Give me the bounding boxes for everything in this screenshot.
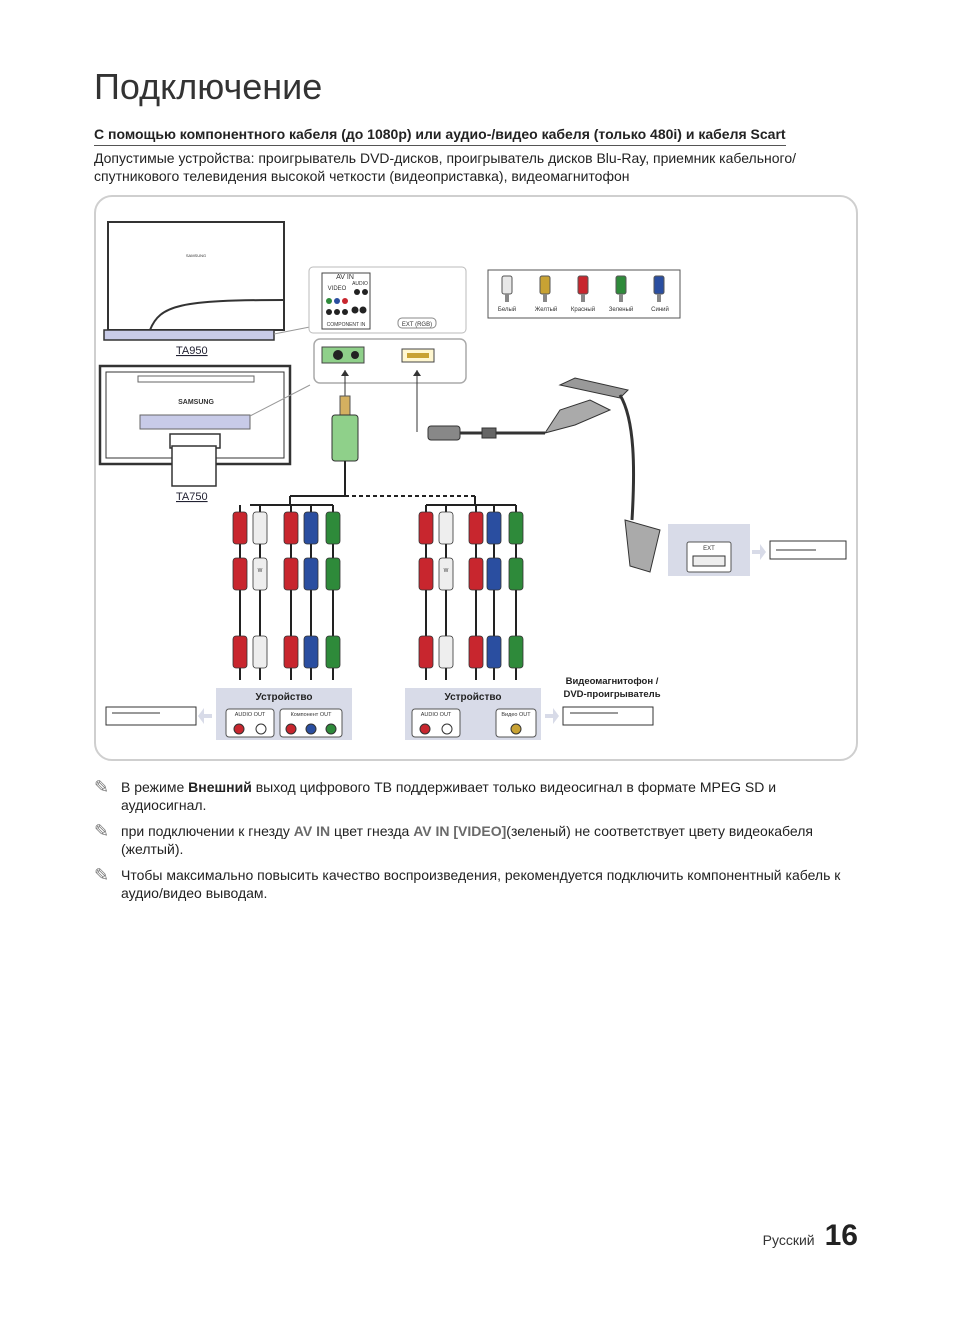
device-ext: EXT bbox=[668, 524, 847, 576]
audio-label: AUDIO bbox=[352, 281, 368, 287]
connection-diagram: SAMSUNG TA950 SAMSUNG TA750 AV IN VIDEO … bbox=[98, 221, 847, 740]
mid-plug bbox=[438, 511, 454, 545]
left-plug: W bbox=[252, 557, 268, 591]
ta950-monitor: SAMSUNG bbox=[103, 221, 321, 341]
left-plug bbox=[232, 511, 248, 545]
video-label: VIDEO bbox=[328, 286, 347, 292]
left-plug bbox=[232, 557, 248, 591]
device-mid-audio-out: AUDIO OUT bbox=[421, 712, 452, 718]
device-left-audio-out: AUDIO OUT bbox=[235, 712, 266, 718]
note-1: ✎ В режиме Внешний выход цифрового ТВ по… bbox=[94, 777, 777, 813]
left-plug bbox=[325, 557, 341, 591]
left-plug bbox=[303, 635, 319, 669]
mid-plug: W bbox=[438, 557, 454, 591]
green-adapter bbox=[331, 370, 359, 496]
device-left: Устройство AUDIO OUT Компонент OUT bbox=[105, 688, 352, 740]
left-plug bbox=[283, 635, 299, 669]
legend-blue: Синий bbox=[651, 306, 669, 313]
page-footer: Русский 16 bbox=[763, 1219, 858, 1253]
mid-plug bbox=[468, 511, 484, 545]
ext-rgb-label: EXT (RGB) bbox=[402, 322, 432, 328]
note-3: ✎ Чтобы максимально повысить качество во… bbox=[94, 865, 841, 901]
left-plug bbox=[232, 635, 248, 669]
plug-column-mid: W bbox=[418, 505, 524, 680]
mid-plug bbox=[468, 635, 484, 669]
tv-port-panel: AV IN VIDEO AUDIO COMPONENT IN EXT (RGB) bbox=[308, 266, 467, 334]
pencil-icon: ✎ bbox=[94, 865, 110, 885]
ext-port-label: EXT bbox=[703, 546, 715, 552]
mid-plug bbox=[486, 557, 502, 591]
device-mid-title: Устройство bbox=[445, 692, 502, 703]
device-mid: Устройство AUDIO OUT Видео OUT bbox=[405, 688, 654, 740]
legend-white: Белый bbox=[498, 306, 516, 313]
left-plug bbox=[325, 635, 341, 669]
device-left-title: Устройство bbox=[256, 692, 313, 703]
mid-plug bbox=[418, 635, 434, 669]
tv-port-panel-lower bbox=[313, 338, 467, 384]
left-plug bbox=[303, 557, 319, 591]
device-mid-video-out: Видео OUT bbox=[501, 712, 531, 718]
svg-text:W: W bbox=[444, 568, 449, 574]
color-legend: Белый Желтый Красный Зеленый Синий bbox=[487, 269, 681, 319]
ta950-brand: SAMSUNG bbox=[186, 253, 206, 258]
legend-red: Красный bbox=[571, 306, 595, 313]
ta750-monitor: SAMSUNG bbox=[98, 364, 311, 487]
language-label: Русский bbox=[762, 1232, 815, 1248]
intro-text: Допустимые устройства: проигрыватель DVD… bbox=[94, 150, 797, 184]
left-plug bbox=[252, 635, 268, 669]
note-2: ✎ при подключении к гнезду AV IN цвет гн… bbox=[94, 821, 813, 857]
legend-green: Зеленый bbox=[609, 306, 634, 313]
mid-plug bbox=[508, 511, 524, 545]
page-title: Подключение bbox=[94, 66, 323, 107]
vcr-label: Видеомагнитофон / DVD-проигрыватель bbox=[563, 676, 661, 700]
ta950-label: TA950 bbox=[176, 345, 208, 357]
pencil-icon: ✎ bbox=[94, 821, 110, 841]
mid-plug bbox=[486, 511, 502, 545]
left-plug bbox=[325, 511, 341, 545]
left-plug bbox=[283, 511, 299, 545]
mid-plug bbox=[508, 557, 524, 591]
device-left-component-out: Компонент OUT bbox=[291, 712, 333, 718]
ta750-label: TA750 bbox=[176, 491, 208, 503]
notes-list: ✎ В режиме Внешний выход цифрового ТВ по… bbox=[94, 778, 854, 910]
cable-tree bbox=[250, 495, 516, 506]
mid-plug bbox=[486, 635, 502, 669]
av-in-label: AV IN bbox=[336, 274, 354, 281]
mid-plug bbox=[418, 557, 434, 591]
diagram-frame bbox=[94, 195, 858, 761]
mid-plug bbox=[418, 511, 434, 545]
pencil-icon: ✎ bbox=[94, 777, 110, 797]
left-plug bbox=[283, 557, 299, 591]
left-plug bbox=[303, 511, 319, 545]
component-in-label: COMPONENT IN bbox=[327, 322, 366, 328]
plug-column-left: W bbox=[232, 505, 341, 680]
ta750-brand: SAMSUNG bbox=[178, 399, 214, 406]
section-subtitle: С помощью компонентного кабеля (до 1080р… bbox=[94, 126, 786, 146]
page-number: 16 bbox=[824, 1219, 858, 1252]
mid-plug bbox=[468, 557, 484, 591]
mid-plug bbox=[438, 635, 454, 669]
legend-yellow: Желтый bbox=[535, 306, 558, 313]
svg-text:W: W bbox=[258, 568, 263, 574]
mid-plug bbox=[508, 635, 524, 669]
left-plug bbox=[252, 511, 268, 545]
scart-cable bbox=[413, 370, 661, 573]
